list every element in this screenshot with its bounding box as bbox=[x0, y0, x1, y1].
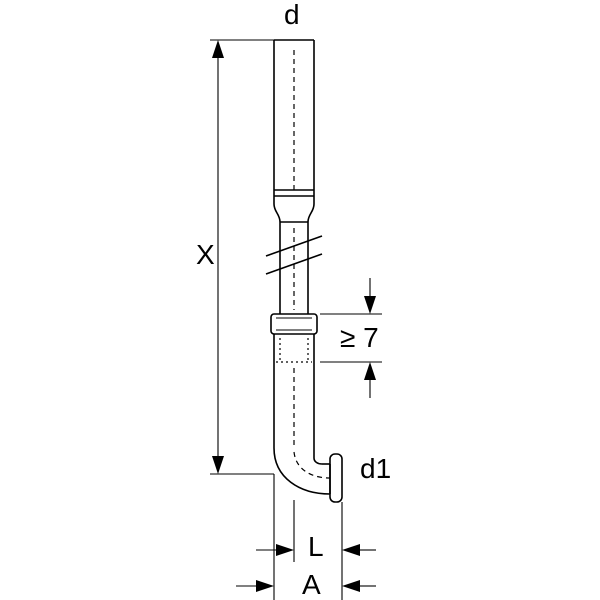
label-a: A bbox=[302, 569, 321, 600]
dimension-x bbox=[210, 39, 274, 475]
a-right-arrow bbox=[342, 580, 360, 592]
l-right-arrow bbox=[342, 544, 360, 556]
press-fitting-ring bbox=[270, 313, 318, 335]
dimension-insertion-depth bbox=[320, 278, 382, 398]
elbow bbox=[273, 447, 343, 503]
break-symbol bbox=[265, 235, 323, 275]
fitting-body bbox=[273, 334, 315, 458]
label-l: L bbox=[308, 531, 324, 562]
label-d1: d1 bbox=[360, 453, 391, 484]
label-x: X bbox=[196, 239, 215, 270]
label-d: d bbox=[284, 0, 300, 30]
l-left-arrow bbox=[276, 544, 294, 556]
depth-top-arrow bbox=[364, 296, 376, 314]
reducer-transition bbox=[273, 203, 315, 223]
a-left-arrow bbox=[256, 580, 274, 592]
upper-pipe bbox=[273, 39, 315, 204]
x-bottom-arrow bbox=[212, 456, 224, 474]
label-min-depth: ≥ 7 bbox=[340, 322, 379, 353]
depth-bottom-arrow bbox=[364, 362, 376, 380]
dimension-l-a bbox=[236, 474, 376, 600]
x-top-arrow bbox=[212, 40, 224, 58]
middle-pipe bbox=[279, 222, 309, 314]
